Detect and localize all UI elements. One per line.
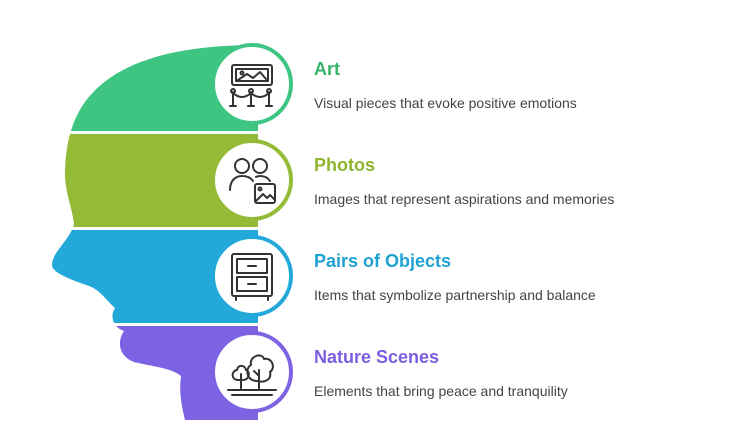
icon-ring-nature bbox=[211, 331, 293, 413]
people-photo-icon bbox=[229, 158, 276, 204]
drawer-cabinet-icon bbox=[231, 253, 273, 301]
item-title-photos: Photos bbox=[314, 155, 375, 175]
framed-painting-icon bbox=[229, 64, 273, 107]
item-desc-nature-scenes: Elements that bring peace and tranquilit… bbox=[314, 383, 568, 399]
item-art: Art Visual pieces that evoke positive em… bbox=[314, 58, 734, 111]
item-desc-photos: Images that represent aspirations and me… bbox=[314, 191, 615, 207]
trees-landscape-icon bbox=[227, 354, 277, 396]
item-title-art: Art bbox=[314, 59, 340, 79]
item-photos: Photos Images that represent aspirations… bbox=[314, 154, 734, 207]
item-pairs-of-objects: Pairs of Objects Items that symbolize pa… bbox=[314, 250, 734, 303]
item-desc-pairs-of-objects: Items that symbolize partnership and bal… bbox=[314, 287, 596, 303]
item-desc-art: Visual pieces that evoke positive emotio… bbox=[314, 95, 577, 111]
item-title-nature-scenes: Nature Scenes bbox=[314, 347, 440, 367]
item-title-pairs-of-objects: Pairs of Objects bbox=[314, 251, 452, 271]
item-nature-scenes: Nature Scenes Elements that bring peace … bbox=[314, 346, 734, 399]
